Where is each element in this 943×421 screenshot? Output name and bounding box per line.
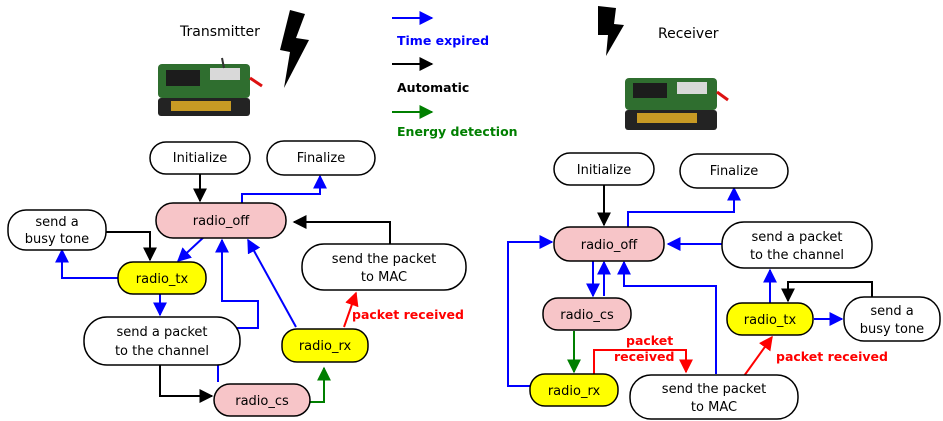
svg-text:send a packet: send a packet xyxy=(116,325,207,340)
tx-packet-received-label: packet received xyxy=(352,307,464,322)
tx-node-send-busy-tone: send a busy tone xyxy=(7,209,107,251)
svg-text:radio_off: radio_off xyxy=(581,238,639,253)
svg-text:send the packet: send the packet xyxy=(662,382,766,397)
svg-text:Initialize: Initialize xyxy=(577,163,631,178)
svg-text:Initialize: Initialize xyxy=(173,151,227,166)
svg-text:to MAC: to MAC xyxy=(361,270,407,285)
svg-text:radio_cs: radio_cs xyxy=(560,308,614,323)
rx-arrow-radio-off-to-finalize xyxy=(627,186,741,228)
svg-text:Finalize: Finalize xyxy=(297,151,345,166)
tx-arrow-send-channel-to-radio-cs xyxy=(159,364,214,403)
transmitter-device-image xyxy=(158,57,263,116)
tx-arrow-radio-cs-to-radio-rx xyxy=(310,366,331,403)
legend-energy-detection-label: Energy detection xyxy=(397,124,518,139)
svg-text:radio_tx: radio_tx xyxy=(744,313,797,328)
tx-node-send-packet-to-channel: send a packet to the channel xyxy=(83,316,241,366)
rx-packet-received-label-b: packet received xyxy=(776,349,888,364)
transmitter-title: Transmitter xyxy=(179,24,260,40)
tx-node-send-packet-to-mac: send the packet to MAC xyxy=(301,243,467,291)
svg-text:send the packet: send the packet xyxy=(332,252,436,267)
svg-text:send a: send a xyxy=(35,215,78,230)
rx-arrow-radio-rx-to-send-mac xyxy=(593,349,693,374)
rx-node-radio-tx: radio_tx xyxy=(726,302,814,336)
rx-node-send-busy-tone: send a busy tone xyxy=(843,296,941,342)
transmitter-arrows xyxy=(55,174,391,403)
rx-node-send-packet-to-mac: send the packet to MAC xyxy=(629,374,799,420)
svg-text:busy tone: busy tone xyxy=(860,322,924,337)
receiver-title: Receiver xyxy=(658,26,719,42)
svg-text:to the channel: to the channel xyxy=(115,344,209,359)
svg-text:radio_tx: radio_tx xyxy=(136,272,189,287)
legend-time-expired-label: Time expired xyxy=(397,33,489,48)
svg-text:busy tone: busy tone xyxy=(25,232,89,247)
rx-node-initialize: Initialize xyxy=(553,152,655,186)
rx-node-finalize: Finalize xyxy=(679,153,789,189)
tx-node-radio-rx: radio_rx xyxy=(281,328,369,363)
tx-arrow-busy-tone-to-radio-tx xyxy=(106,231,157,262)
tx-arrow-radio-off-to-finalize xyxy=(241,174,327,205)
transmitter-lightning-icon xyxy=(280,10,309,88)
tx-node-radio-cs: radio_cs xyxy=(213,383,311,417)
rx-arrow-send-mac-to-radio-tx xyxy=(743,335,773,377)
svg-text:radio_off: radio_off xyxy=(193,214,251,229)
rx-node-radio-cs: radio_cs xyxy=(542,297,632,331)
tx-node-radio-off: radio_off xyxy=(155,202,287,239)
legend: Time expired Automatic Energy detection xyxy=(392,11,518,139)
rx-packet-received-label-2: received xyxy=(614,349,674,364)
rx-node-send-packet-to-channel: send a packet to the channel xyxy=(721,221,873,269)
svg-text:radio_cs: radio_cs xyxy=(235,394,289,409)
rx-arrow-busy-tone-to-radio-tx xyxy=(781,281,873,303)
svg-text:send a packet: send a packet xyxy=(751,230,842,245)
rx-packet-received-label-1: packet xyxy=(626,333,673,348)
svg-text:radio_rx: radio_rx xyxy=(548,384,601,399)
svg-text:send a: send a xyxy=(870,304,913,319)
svg-text:radio_rx: radio_rx xyxy=(299,339,352,354)
rx-node-radio-rx: radio_rx xyxy=(529,373,619,407)
tx-arrow-radio-tx-to-busy-tone xyxy=(55,248,118,279)
tx-node-initialize: Initialize xyxy=(149,141,251,175)
rx-arrow-send-mac-to-radio-off xyxy=(617,260,717,374)
tx-arrow-send-mac-to-radio-off xyxy=(292,215,391,244)
tx-node-finalize: Finalize xyxy=(266,140,376,176)
legend-automatic-label: Automatic xyxy=(397,80,469,95)
rx-arrow-radio-rx-to-radio-off xyxy=(507,235,554,387)
tx-arrow-radio-rx-to-send-mac xyxy=(343,291,359,328)
receiver-device-image xyxy=(625,78,729,130)
svg-text:Finalize: Finalize xyxy=(710,164,758,179)
tx-node-radio-tx: radio_tx xyxy=(117,261,207,295)
svg-text:to the channel: to the channel xyxy=(750,248,844,263)
receiver-lightning-icon xyxy=(598,6,624,56)
tx-arrow-radio-rx-to-radio-off xyxy=(247,238,297,328)
receiver-arrows xyxy=(507,185,873,387)
rx-node-radio-off: radio_off xyxy=(553,226,665,262)
svg-text:to MAC: to MAC xyxy=(691,400,737,415)
tx-arrow-radio-off-to-radio-tx xyxy=(176,235,206,262)
